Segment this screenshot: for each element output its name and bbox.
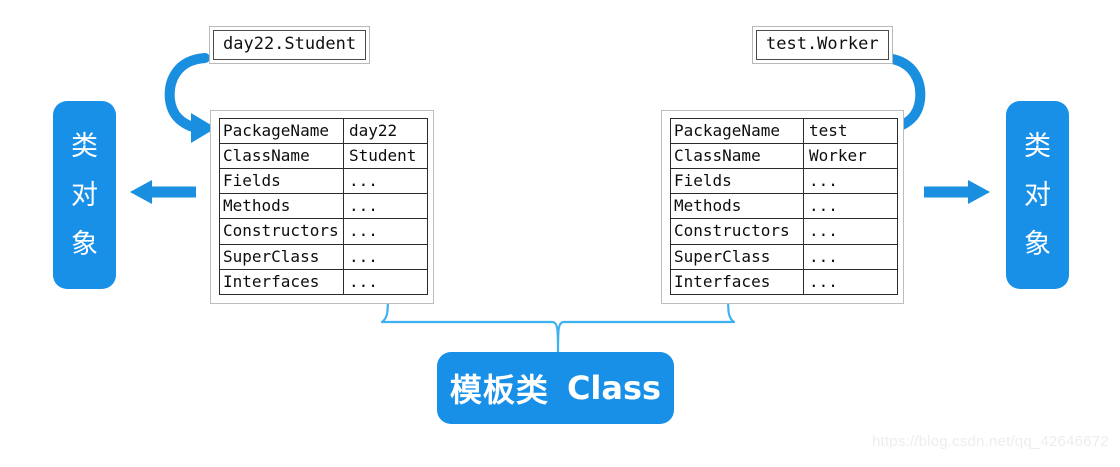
table-cell-value: ... xyxy=(343,268,428,295)
table-cell-value: ... xyxy=(343,218,428,245)
table-cell-value: Student xyxy=(343,143,428,170)
table-row: Fields... xyxy=(670,168,898,195)
right-class-object-char-1: 类 xyxy=(1024,130,1051,162)
table-row: SuperClass... xyxy=(670,243,898,270)
right-straight-arrow-icon xyxy=(924,180,990,204)
table-cell-value: ... xyxy=(343,168,428,195)
right-class-object-char-3: 象 xyxy=(1024,228,1051,260)
table-cell-key: Interfaces xyxy=(670,268,804,295)
table-cell-key: Constructors xyxy=(219,218,344,245)
table-cell-key: Fields xyxy=(670,168,804,195)
table-cell-value: ... xyxy=(803,218,898,245)
table-cell-value: ... xyxy=(803,243,898,270)
template-class-label-en: Class xyxy=(566,369,662,407)
table-row: Constructors... xyxy=(670,218,898,245)
table-row: SuperClass... xyxy=(219,243,428,270)
table-cell-value: ... xyxy=(803,168,898,195)
template-class-box[interactable]: 模板类 Class xyxy=(437,352,674,424)
left-class-object-char-2: 对 xyxy=(71,179,98,211)
left-class-object-char-3: 象 xyxy=(71,228,98,260)
table-row: Fields... xyxy=(219,168,428,195)
table-row: Methods... xyxy=(670,193,898,220)
left-class-caption-text: day22.Student xyxy=(213,30,367,60)
table-cell-key: ClassName xyxy=(219,143,344,170)
left-class-object-box[interactable]: 类 对 象 xyxy=(53,101,116,289)
left-class-caption-box: day22.Student xyxy=(209,26,371,64)
left-class-object-char-1: 类 xyxy=(71,130,98,162)
table-cell-value: ... xyxy=(343,193,428,220)
table-cell-key: Constructors xyxy=(670,218,804,245)
table-cell-key: Methods xyxy=(219,193,344,220)
table-row: Interfaces... xyxy=(219,268,428,295)
right-class-object-char-2: 对 xyxy=(1024,179,1051,211)
table-cell-value: day22 xyxy=(343,117,428,145)
table-cell-key: Methods xyxy=(670,193,804,220)
right-class-object-box[interactable]: 类 对 象 xyxy=(1006,101,1069,289)
table-row: Constructors... xyxy=(219,218,428,245)
table-cell-key: SuperClass xyxy=(219,243,344,270)
right-class-caption-box: test.Worker xyxy=(752,26,893,64)
template-class-label-cn: 模板类 xyxy=(449,371,549,409)
watermark: https://blog.csdn.net/qq_42646672 xyxy=(872,433,1109,450)
table-cell-key: PackageName xyxy=(219,117,344,145)
table-cell-value: ... xyxy=(343,243,428,270)
table-cell-key: SuperClass xyxy=(670,243,804,270)
table-cell-key: ClassName xyxy=(670,143,804,170)
table-cell-value: test xyxy=(803,117,898,145)
table-cell-key: Interfaces xyxy=(219,268,344,295)
table-cell-key: PackageName xyxy=(670,117,804,145)
table-cell-value: ... xyxy=(803,193,898,220)
table-row: Methods... xyxy=(219,193,428,220)
table-cell-key: Fields xyxy=(219,168,344,195)
left-straight-arrow-icon xyxy=(130,180,196,204)
table-row: Interfaces... xyxy=(670,268,898,295)
table-cell-value: Worker xyxy=(803,143,898,170)
right-class-caption-text: test.Worker xyxy=(756,30,889,60)
table-cell-value: ... xyxy=(803,268,898,295)
